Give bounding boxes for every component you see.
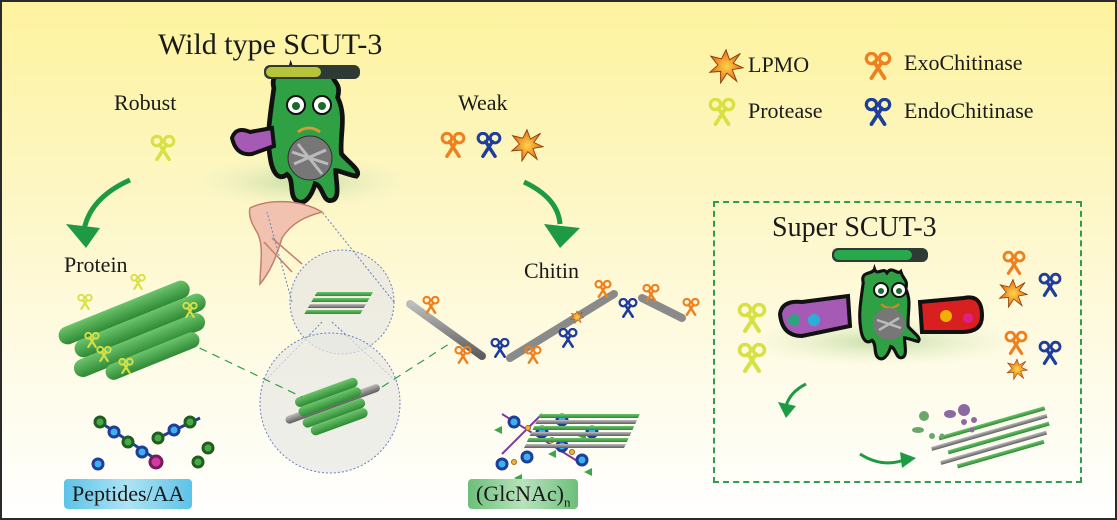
shrimp-illustration [248,200,324,287]
wild-type-activity-bar [264,65,360,79]
lpmo-starburst-icon [511,129,544,162]
glcnac-label: (GlcNAc) [476,481,564,506]
legend-exochitinase-label: ExoChitinase [904,50,1023,75]
wild-type-title: Wild type SCUT-3 [158,28,383,61]
robust-label: Robust [114,90,177,115]
glcnac-badge: (GlcNAc)n [468,479,579,510]
peptides-badge: Peptides/AA [64,479,193,509]
super-activity-fill [834,250,913,260]
chitin-label: Chitin [524,258,580,283]
exochitinase-scissors-icon [440,132,466,158]
released-fragments [912,404,977,439]
peptides-label: Peptides/AA [72,481,185,506]
wild-type-activity-fill [266,67,322,77]
connector-protein [186,341,303,398]
super-fiber-bundle [524,414,640,448]
endochitinase-legend-icon [864,98,892,126]
chitin-chain [406,290,686,362]
degraded-fiber-bundle [931,406,1050,469]
legend-endochitinase-label: EndoChitinase [904,98,1034,123]
red-mitten [917,295,985,334]
endochitinase-scissors-icon [476,132,502,158]
super-activity-bar [832,248,928,262]
wild-type-microbe [229,68,358,203]
protease-legend-icon [708,98,736,126]
weak-label: Weak [458,90,508,115]
protein-fiber-bundle [58,280,206,380]
super-arrow-down [778,382,807,418]
super-microbe [858,267,921,361]
super-scut3-title: Super SCUT-3 [772,212,937,243]
super-scut3-panel [713,201,1082,483]
peptides-network [91,415,215,471]
purple-mitten [777,293,853,339]
legend-protease-label: Protease [748,98,823,123]
glcnac-subscript: n [563,494,571,510]
arrow-to-protein [66,177,132,248]
legend-lpmo-label: LPMO [748,52,810,77]
zoom-circle-lower [259,332,401,474]
protein-label: Protein [64,252,128,277]
super-arrow-right [859,452,916,468]
lpmo-legend-icon [709,49,744,84]
protease-scissors-icon [150,134,176,162]
arrow-to-chitin [522,179,580,248]
exochitinase-legend-icon [864,52,892,80]
